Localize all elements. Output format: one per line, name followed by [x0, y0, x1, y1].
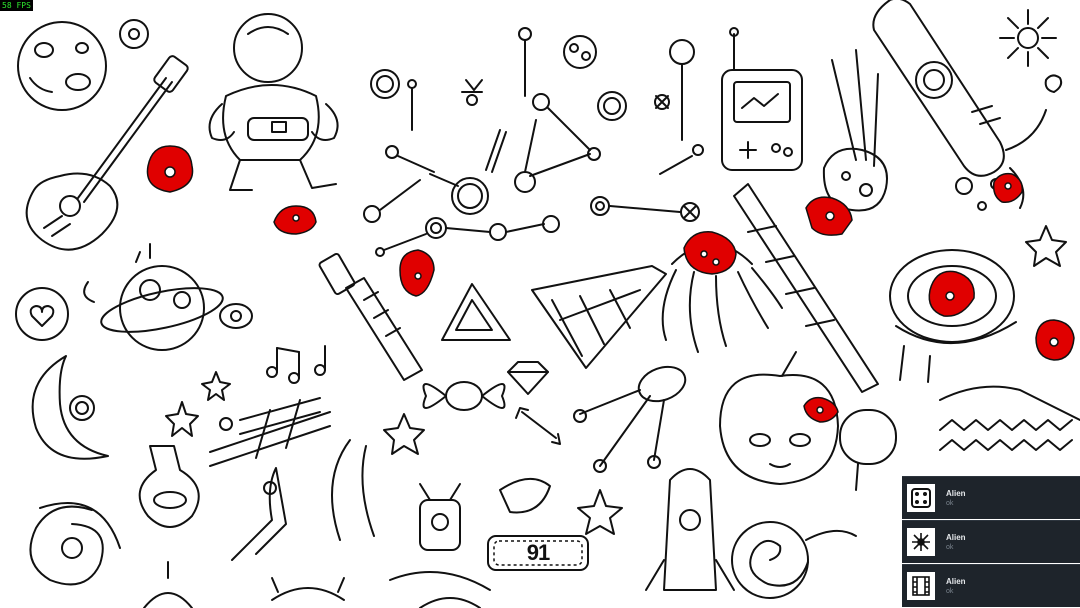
music-notes-drawing[interactable] — [266, 345, 326, 384]
hidden-alien-9[interactable] — [803, 396, 839, 423]
hidden-alien-4[interactable] — [683, 231, 737, 275]
small-rocket-drawing[interactable] — [231, 467, 287, 561]
bench-drawing[interactable] — [209, 397, 331, 467]
hidden-alien-1[interactable] — [146, 145, 194, 193]
shell-doodle-drawing[interactable] — [419, 597, 481, 608]
hidden-alien-8[interactable] — [1035, 319, 1075, 361]
hidden-alien-2[interactable] — [273, 205, 317, 235]
notification-status: ok — [946, 499, 954, 507]
notification-toast[interactable]: Alien ok — [902, 520, 1080, 563]
notification-title: Alien — [946, 532, 966, 542]
horned-monster-drawing[interactable] — [271, 577, 345, 601]
remaining-counter: 91 — [486, 532, 590, 574]
film-icon — [907, 572, 935, 600]
notification-stack: Alien ok Alien ok Alien ok — [902, 476, 1080, 608]
antenna-robot-drawing[interactable] — [143, 561, 193, 608]
galaxy-drawing[interactable] — [29, 502, 121, 586]
counter-frame — [487, 535, 589, 571]
guitar-drawing[interactable] — [25, 55, 190, 251]
hidden-alien-3[interactable] — [399, 249, 435, 297]
astronaut-drawing[interactable] — [208, 13, 339, 191]
heart-asteroid-drawing[interactable] — [15, 287, 69, 341]
satellite-drawing[interactable] — [573, 361, 690, 473]
shooting-star-drawing[interactable] — [331, 413, 425, 541]
hidden-alien-7[interactable] — [992, 172, 1024, 204]
notification-toast[interactable]: Alien ok — [902, 476, 1080, 519]
potion-flask-drawing[interactable] — [138, 445, 200, 528]
diamond-drawing[interactable] — [507, 361, 549, 395]
star-drawing[interactable] — [1025, 225, 1067, 267]
notification-toast[interactable]: Alien ok — [902, 564, 1080, 607]
notification-title: Alien — [946, 488, 966, 498]
crescent-moon-drawing[interactable] — [31, 355, 109, 460]
small-star-drawing[interactable] — [165, 371, 231, 437]
candy-drawing[interactable] — [422, 381, 506, 411]
moon-drawing[interactable] — [17, 21, 107, 111]
lightsaber-drawing[interactable] — [318, 253, 423, 381]
bone-drawing[interactable] — [515, 407, 561, 445]
snail-drawing[interactable] — [731, 521, 857, 599]
snowflake-icon — [907, 528, 935, 556]
hidden-alien-5[interactable] — [805, 196, 853, 236]
ringed-planet-drawing[interactable] — [83, 243, 226, 351]
handheld-console-drawing[interactable] — [721, 27, 803, 171]
notification-status: ok — [946, 587, 954, 595]
constellation-drawing[interactable] — [363, 27, 704, 257]
dice-icon — [907, 484, 935, 512]
tall-rocket-drawing[interactable] — [645, 468, 735, 591]
hidden-alien-6[interactable] — [928, 270, 975, 317]
notification-title: Alien — [946, 576, 966, 586]
penrose-triangle-drawing[interactable] — [441, 283, 511, 341]
spaceship-drawing[interactable] — [531, 265, 667, 369]
eye-blob-drawing[interactable] — [219, 303, 253, 329]
hidden-aliens-group — [146, 145, 1075, 423]
shoe-drawing[interactable] — [499, 478, 551, 514]
outline-star-drawing[interactable] — [577, 489, 623, 535]
remaining-count: 91 — [526, 540, 551, 565]
alien-face-drawing[interactable] — [719, 351, 839, 485]
notification-status: ok — [946, 543, 954, 551]
robot-drawing[interactable] — [389, 483, 491, 591]
meteor-drawing[interactable] — [822, 49, 888, 212]
fps-counter: 58 FPS — [0, 0, 33, 11]
comet-drawing[interactable] — [733, 183, 879, 393]
small-planet-drawing[interactable] — [119, 19, 149, 49]
sun-flower-drawing[interactable] — [999, 9, 1063, 93]
ufo-drawing[interactable] — [889, 249, 1080, 451]
ice-cream-drawing[interactable] — [839, 409, 897, 491]
